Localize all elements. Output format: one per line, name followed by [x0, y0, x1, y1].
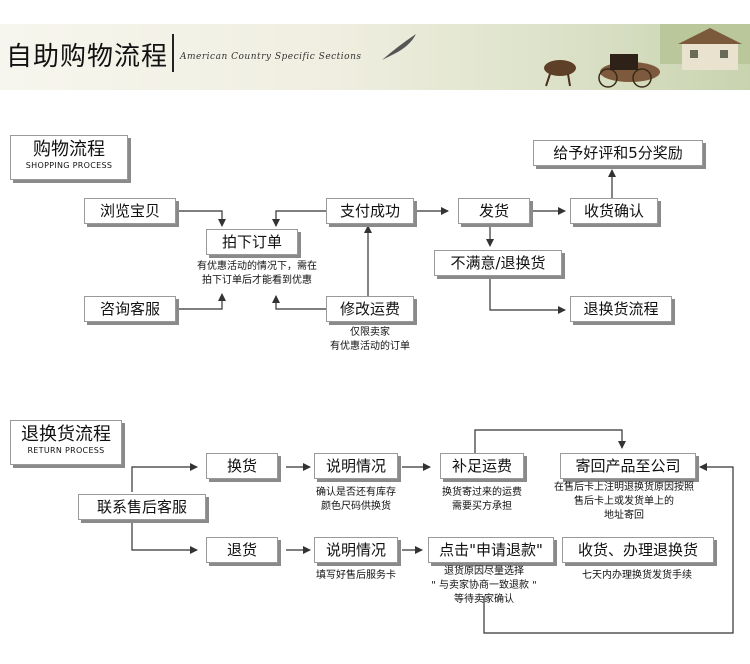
explain-exchange-note-line1: 确认是否还有库存 [316, 487, 396, 498]
send-back-note: 在售后卡上注明退换货原因按照 售后卡上或发货单上的 地址寄回 [534, 481, 714, 523]
connector-loop-back [483, 463, 734, 634]
place-order-note-line2: 拍下订单后才能看到优惠 [202, 275, 312, 286]
explain-refund-note-line1: 填写好售后服务卡 [316, 570, 396, 581]
click-refund-note-line1: 退货原因尽量选择 [444, 566, 524, 577]
modify-shipping-note-line2: 有优惠活动的订单 [330, 341, 410, 352]
good-review-box: 给予好评和5分奖励 [533, 140, 703, 166]
carriage-illustration [544, 24, 750, 88]
click-refund-note-line2: " 与卖家协商一致退款 " [431, 580, 537, 591]
page-title: 自助购物流程 [6, 42, 169, 72]
send-back-note-line3: 地址寄回 [604, 510, 644, 521]
contact-after-sales-box: 联系售后客服 [78, 494, 206, 520]
add-shipping-note: 换货寄过来的运费 需要买方承担 [416, 486, 548, 514]
click-refund-note: 退货原因尽量选择 " 与卖家协商一致退款 " 等待卖家确认 [406, 565, 562, 607]
return-title-zh: 退换货流程 [21, 424, 111, 445]
add-shipping-note-line1: 换货寄过来的运费 [442, 487, 522, 498]
place-order-note: 有优惠活动的情况下，需在 拍下订单后才能看到优惠 [172, 260, 342, 288]
ship-box: 发货 [458, 198, 530, 224]
feather-icon [382, 34, 416, 60]
click-refund-note-line3: 等待卖家确认 [454, 594, 514, 605]
modify-shipping-note: 仅限卖家 有优惠活动的订单 [300, 326, 440, 354]
modify-shipping-box: 修改运费 [326, 296, 414, 322]
receive-process-box: 收货、办理退换货 [562, 537, 714, 563]
send-back-note-line2: 售后卡上或发货单上的 [574, 496, 674, 507]
page-subtitle: American Country Specific Sections [180, 52, 362, 62]
shopping-title-zh: 购物流程 [33, 139, 105, 160]
connector-browse-order [178, 210, 226, 227]
connector-unsatisfied-return [489, 277, 566, 314]
exchange-box: 换货 [206, 453, 278, 479]
place-order-note-line1: 有优惠活动的情况下，需在 [197, 261, 317, 272]
receive-process-note: 七天内办理换货发货手续 [552, 569, 722, 583]
add-shipping-note-line2: 需要买方承担 [452, 501, 512, 512]
explain-exchange-note: 确认是否还有库存 颜色尺码供换货 [290, 486, 422, 514]
return-title-en: RETURN PROCESS [27, 446, 105, 455]
shopping-section-title: 购物流程 SHOPPING PROCESS [10, 135, 128, 180]
send-back-box: 寄回产品至公司 [560, 453, 696, 479]
modify-shipping-note-line1: 仅限卖家 [350, 327, 390, 338]
consult-service-box: 咨询客服 [84, 296, 176, 322]
explain-exchange-note-line2: 颜色尺码供换货 [321, 501, 391, 512]
title-divider [172, 34, 174, 72]
explain-refund-note: 填写好售后服务卡 [296, 569, 416, 583]
click-refund-box: 点击"申请退款" [428, 537, 554, 563]
receive-process-note-line1: 七天内办理换货发货手续 [582, 570, 692, 581]
shopping-title-en: SHOPPING PROCESS [25, 161, 113, 170]
receive-confirm-box: 收货确认 [570, 198, 658, 224]
connector-modify-order [272, 295, 326, 310]
return-flow-box: 退换货流程 [570, 296, 672, 322]
connector-contact-exchange [131, 463, 198, 492]
refund-box: 退货 [206, 537, 278, 563]
header-banner [0, 24, 750, 90]
browse-items-box: 浏览宝贝 [84, 198, 176, 224]
unsatisfied-box: 不满意/退换货 [434, 250, 562, 276]
connector-pay-order [272, 210, 326, 227]
connector-consult-order [178, 293, 226, 310]
place-order-box: 拍下订单 [206, 229, 298, 255]
payment-success-box: 支付成功 [326, 198, 414, 224]
explain-refund-box: 说明情况 [314, 537, 398, 563]
add-shipping-box: 补足运费 [440, 453, 524, 479]
return-section-title: 退换货流程 RETURN PROCESS [10, 420, 122, 465]
explain-exchange-box: 说明情况 [314, 453, 398, 479]
connector-add-shipping-send-back [474, 429, 626, 453]
connector-contact-refund [131, 522, 198, 554]
send-back-note-line1: 在售后卡上注明退换货原因按照 [554, 482, 694, 493]
